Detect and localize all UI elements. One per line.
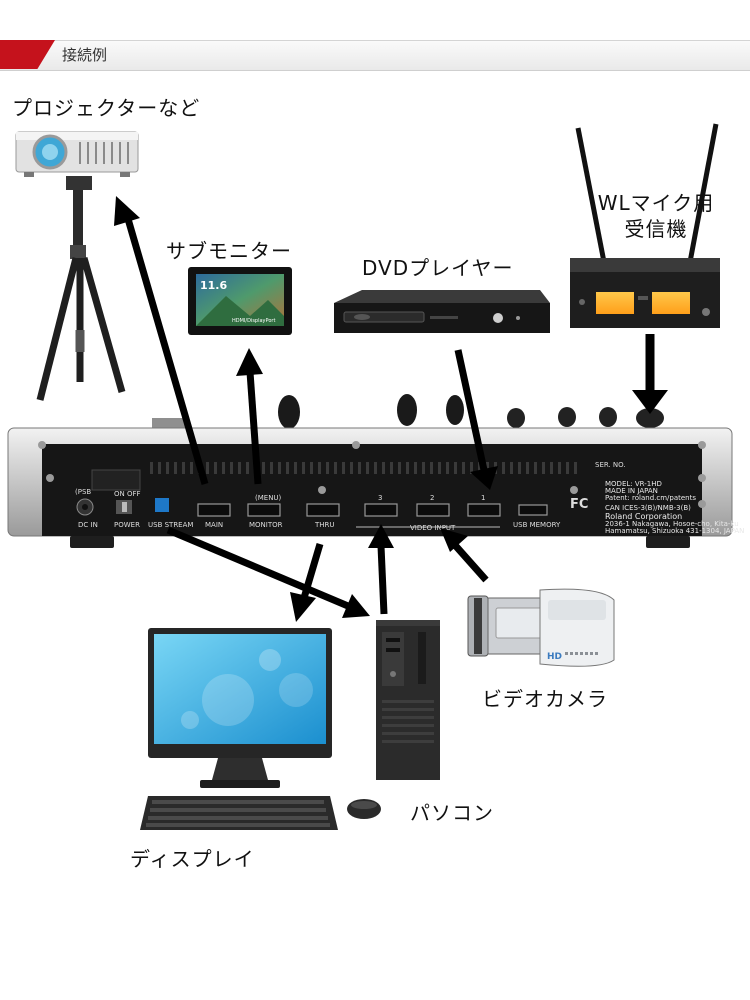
port-dc-in: DC IN <box>78 521 98 529</box>
arrow-monitor-to-sub-monitor <box>236 348 263 485</box>
video-camera-icon: HD <box>467 588 615 667</box>
monitor-screen-caption: HDMI/DisplayPort <box>232 318 275 324</box>
plate-brand: Roland Corporation <box>605 512 682 521</box>
plate-model: MODEL: VR-1HD <box>605 480 662 488</box>
section-title: 接続例 <box>62 46 108 64</box>
label-wl-mic-line1: WLマイク用 <box>597 191 715 215</box>
projector-icon <box>15 131 139 177</box>
mouse-icon <box>347 799 381 819</box>
keyboard-icon <box>140 796 338 830</box>
port-input-1: 1 <box>481 494 485 502</box>
arrow-main-to-projector <box>114 196 209 485</box>
arrow-dvd-to-input1 <box>454 349 498 490</box>
device-rear-panel: DC IN (PSB ON OFF POWER USB STREAM MAIN … <box>7 427 744 548</box>
sub-monitor-icon: 11.6 HDMI/DisplayPort <box>188 267 292 335</box>
wl-mic-receiver-icon <box>570 123 720 328</box>
plate-addr1: 2036-1 Nakagawa, Hosoe-cho, Kita-ku <box>605 520 739 528</box>
tripod-icon <box>36 176 126 401</box>
port-main: MAIN <box>205 521 223 529</box>
plate-made-in: MADE IN JAPAN <box>605 487 658 495</box>
arrow-mic-to-device <box>632 334 668 414</box>
plate-addr2: Hamamatsu, Shizuoka 431-1304, JAPAN <box>605 527 744 535</box>
device-knobs <box>152 394 664 430</box>
label-projector: プロジェクターなど <box>12 96 201 120</box>
plate-can: CAN ICES-3(B)/NMB-3(B) <box>605 504 691 512</box>
port-psb: (PSB <box>75 488 91 496</box>
section-header-bar <box>0 40 750 71</box>
port-usb-memory: USB MEMORY <box>513 521 561 529</box>
label-wl-mic-line2: 受信機 <box>624 217 688 241</box>
port-on-off: ON OFF <box>114 490 141 498</box>
port-usb-stream: USB STREAM <box>148 521 193 529</box>
arrow-camera-to-input2 <box>440 528 489 583</box>
pc-tower-icon <box>376 620 440 780</box>
label-dvd-player: DVDプレイヤー <box>362 256 514 280</box>
label-pc: パソコン <box>410 801 494 825</box>
port-power: POWER <box>114 521 140 529</box>
dvd-player-icon <box>334 290 550 333</box>
arrow-pc-to-input3 <box>368 524 394 615</box>
port-monitor: MONITOR <box>249 521 283 529</box>
port-video-input: VIDEO INPUT <box>410 524 456 532</box>
monitor-screen-value: 11.6 <box>200 279 227 292</box>
port-thru: THRU <box>314 521 335 529</box>
label-video-camera: ビデオカメラ <box>482 687 608 711</box>
plate-fc: FC <box>570 497 588 512</box>
port-input-2: 2 <box>430 494 434 502</box>
label-sub-monitor: サブモニター <box>166 239 292 263</box>
connection-arrows <box>114 196 668 622</box>
port-menu: (MENU) <box>255 494 282 502</box>
arrow-usb-to-pc <box>166 526 370 618</box>
plate-patent: Patent: roland.cm/patents <box>605 494 696 502</box>
camera-badge: HD <box>547 652 562 662</box>
plate-ser-no: SER. NO. <box>595 461 626 469</box>
pc-display-icon <box>148 628 332 788</box>
port-input-3: 3 <box>378 494 382 502</box>
label-display: ディスプレイ <box>130 847 255 871</box>
label-wl-mic-receiver: WLマイク用 受信機 <box>586 190 726 242</box>
